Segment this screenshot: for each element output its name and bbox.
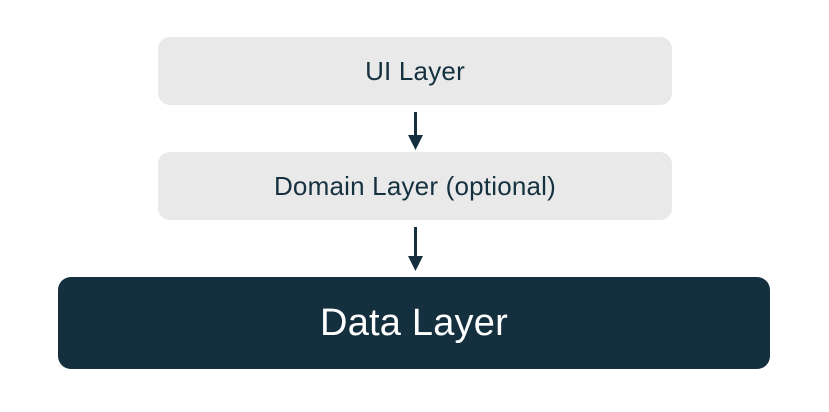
domain-layer-label: Domain Layer (optional) [273, 171, 557, 201]
ui-layer-label: UI Layer [365, 56, 465, 86]
arrow-domain-to-data-icon [408, 227, 423, 271]
arrow-ui-to-domain-icon [408, 112, 423, 150]
ui-layer-box: UI Layer [158, 37, 672, 105]
data-layer-label: Data Layer [320, 302, 508, 344]
data-layer-box: Data Layer [58, 277, 770, 369]
domain-layer-box: Domain Layer (optional) [158, 152, 672, 220]
